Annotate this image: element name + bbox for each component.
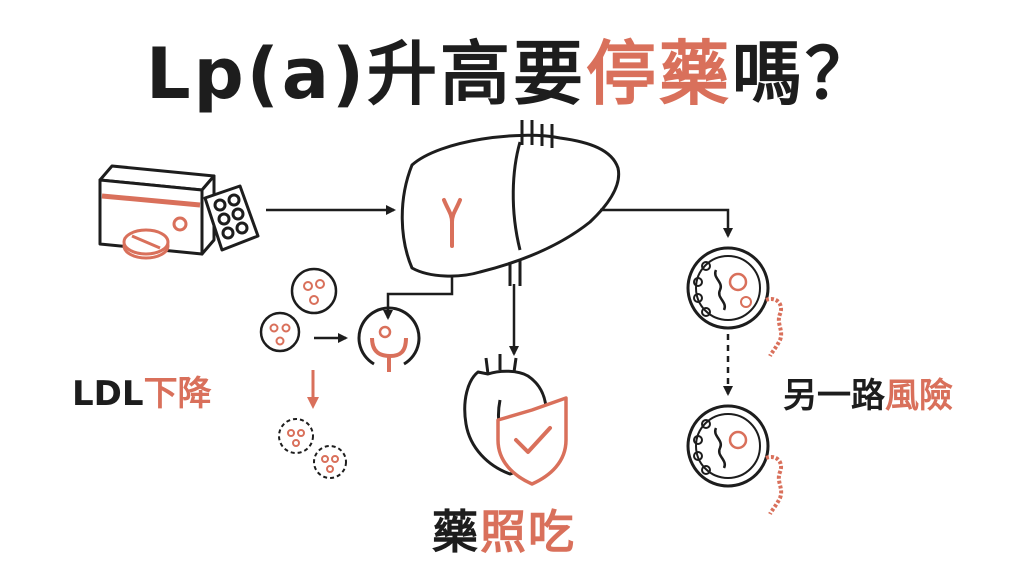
ldl-particle-icon bbox=[259, 311, 301, 353]
ldl-particle-icon bbox=[313, 445, 347, 479]
arrow-liver-to-cell bbox=[383, 276, 454, 320]
arrow-liver-to-lpa bbox=[600, 208, 733, 238]
lpa-particle-icon bbox=[686, 404, 784, 515]
shield-check-icon bbox=[496, 396, 568, 486]
risk-highlight: 風險 bbox=[885, 376, 953, 416]
page-title: Lp(a)升高要停藥嗎？ bbox=[0, 18, 1024, 119]
risk-prefix: 另一路 bbox=[783, 376, 885, 416]
tablet-icon bbox=[122, 228, 170, 260]
keep-highlight: 照吃 bbox=[480, 505, 576, 559]
ldl-particle-icon bbox=[278, 418, 314, 454]
title-part1: Lp(a)升高要 bbox=[146, 33, 586, 115]
ldl-highlight: 下降 bbox=[143, 374, 212, 414]
ldl-decrease-label: LDL下降 bbox=[72, 366, 212, 415]
pill-blister-icon bbox=[203, 184, 260, 252]
title-highlight: 停藥 bbox=[585, 33, 732, 115]
keep-taking-label: 藥照吃 bbox=[432, 496, 576, 562]
liver-icon bbox=[400, 120, 621, 286]
lpa-particle-icon bbox=[686, 246, 784, 357]
ldl-particle-icon bbox=[290, 267, 338, 315]
title-part2: 嗎？ bbox=[731, 33, 878, 115]
keep-prefix: 藥 bbox=[432, 505, 480, 559]
ldl-prefix: LDL bbox=[72, 374, 144, 414]
cell-receptor-icon bbox=[357, 306, 421, 372]
other-risk-label: 另一路風險 bbox=[783, 368, 953, 417]
